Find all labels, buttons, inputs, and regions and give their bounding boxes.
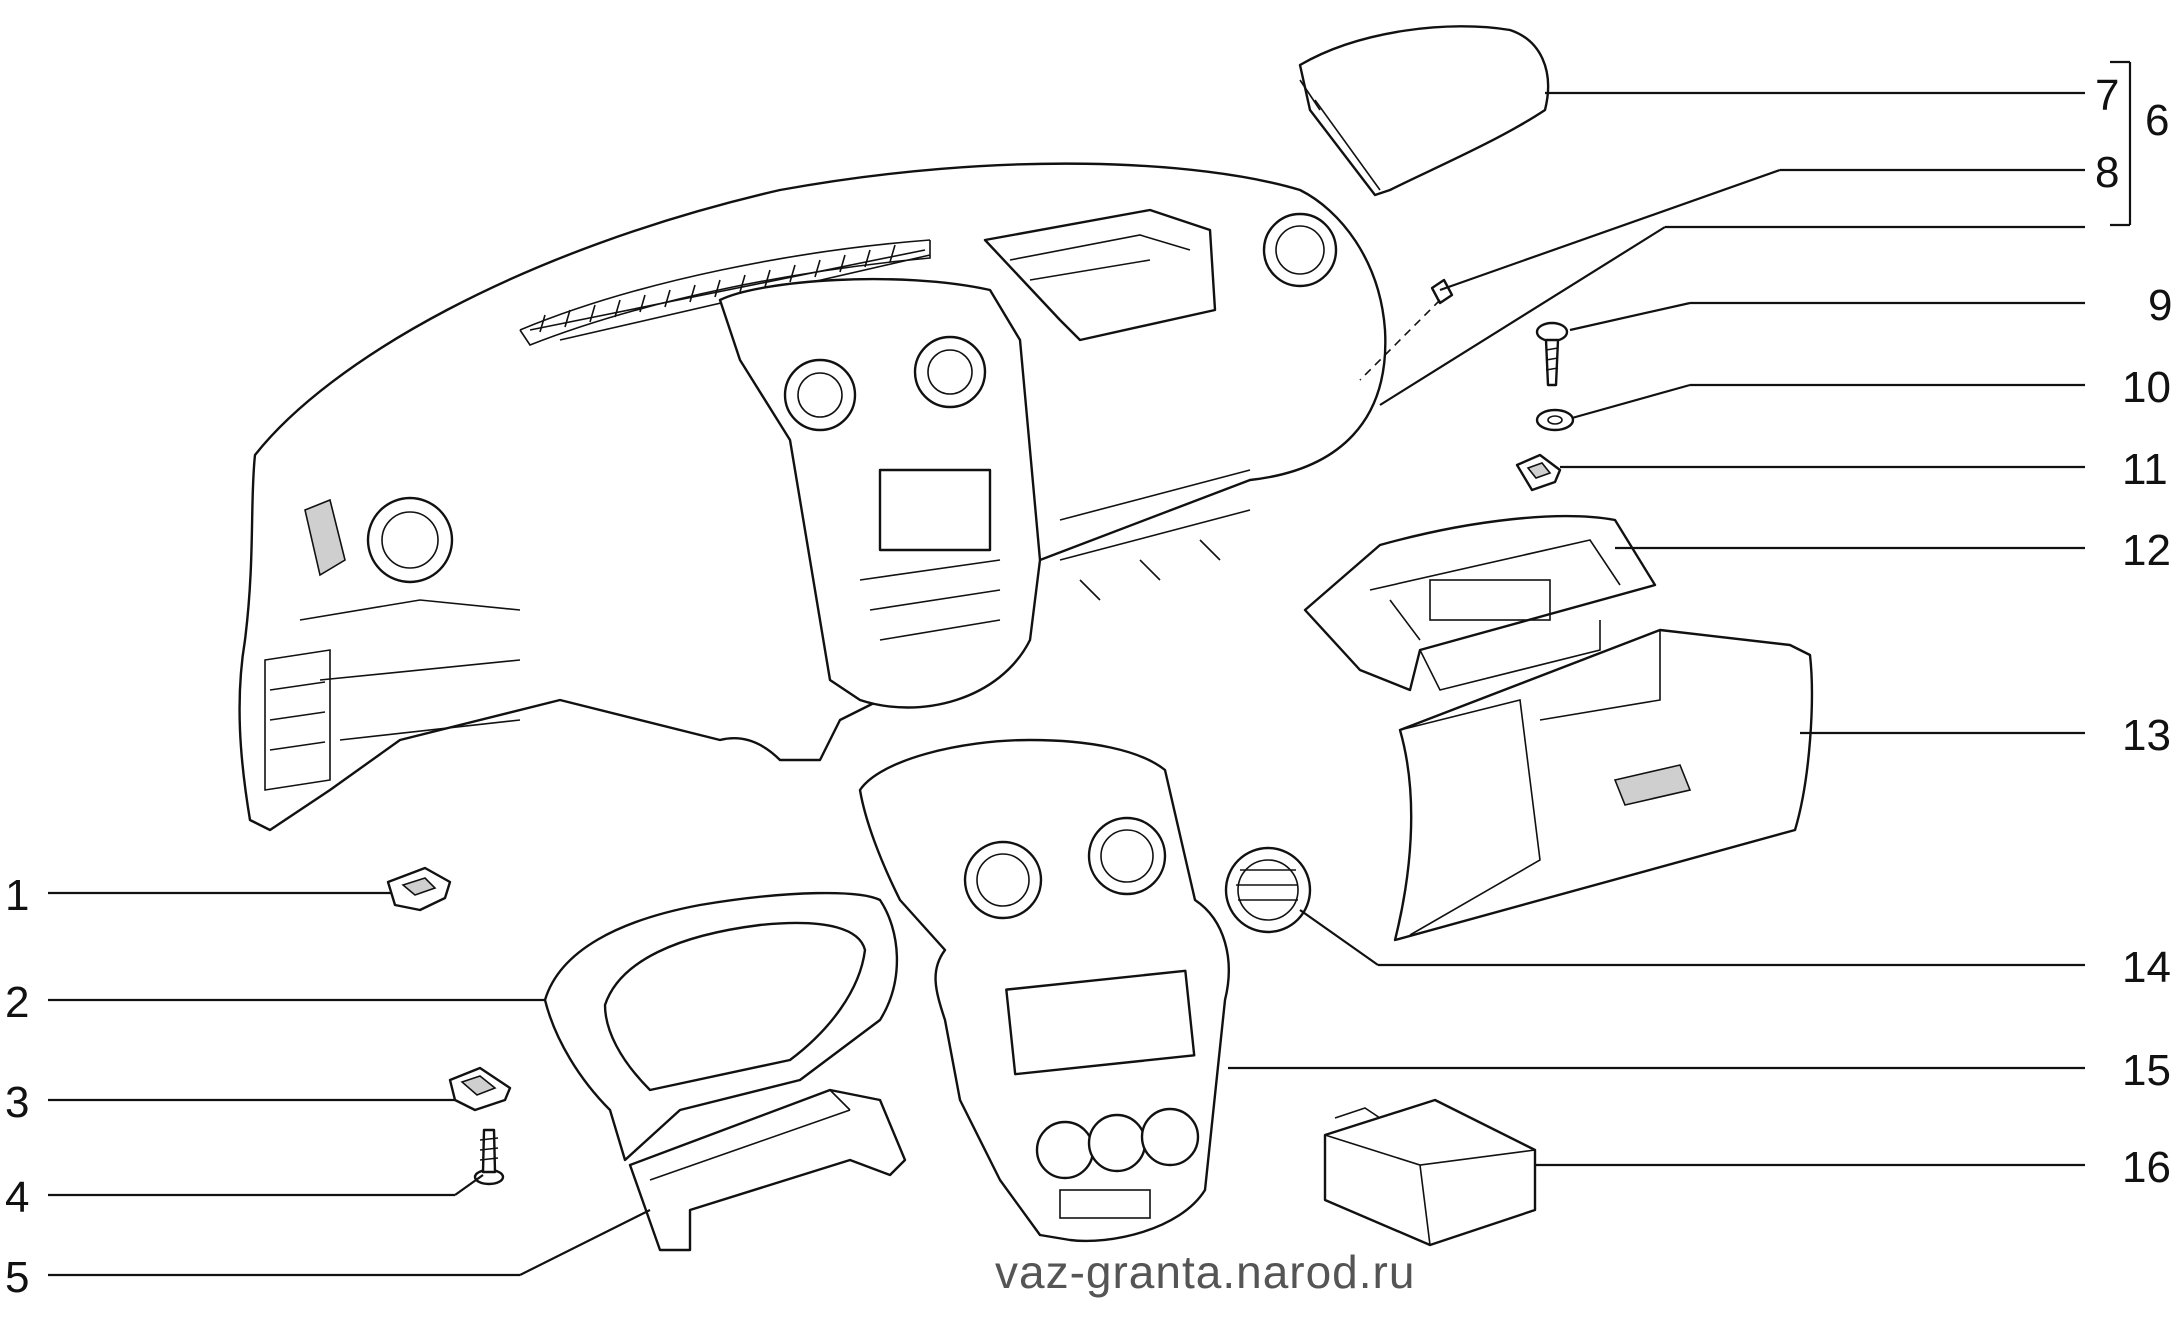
callout-8: 8	[2095, 148, 2119, 197]
part-3-clip	[448, 1066, 512, 1112]
part-15-console-facia	[858, 738, 1230, 1243]
callout-10: 10	[2122, 363, 2171, 412]
part-2-cluster-hood	[543, 891, 899, 1162]
part-1-clip	[386, 866, 452, 912]
part-11-clip	[1515, 453, 1562, 492]
callout-6: 6	[2145, 96, 2169, 145]
part-12-storage-top	[1303, 514, 1657, 692]
cluster-recess	[983, 208, 1217, 342]
callout-12: 12	[2122, 526, 2171, 575]
part-10-washer	[1535, 408, 1575, 432]
callout-5: 5	[5, 1253, 29, 1302]
part-5-trim	[628, 1088, 907, 1252]
callout-11: 11	[2122, 445, 2168, 494]
callout-9: 9	[2148, 281, 2172, 330]
part-16-storage-pocket	[1323, 1098, 1537, 1247]
part-4-screw	[473, 1128, 505, 1186]
callout-7: 7	[2095, 71, 2119, 120]
part-8-plug	[1359, 278, 1454, 381]
callout-16: 16	[2122, 1143, 2171, 1192]
radio-aperture	[1005, 969, 1196, 1076]
callout-3: 3	[5, 1078, 29, 1127]
radio-opening	[878, 468, 992, 552]
part-7-top-cover	[1298, 25, 1550, 197]
defroster-grille	[529, 244, 926, 333]
instrument-panel	[238, 162, 1387, 832]
callout-15: 15	[2122, 1046, 2171, 1095]
right-vent-ring	[1262, 212, 1338, 288]
callout-13: 13	[2122, 711, 2171, 760]
part-13-glove-box	[1393, 628, 1814, 942]
part-9-screw	[1535, 321, 1569, 387]
callout-14: 14	[2122, 943, 2171, 992]
part-14-vent-nozzle	[1224, 846, 1312, 934]
callout-labels: 1 2 3 4 5 6 7 8 9 10 11 12 13 14 15 16	[5, 71, 2172, 1302]
center-vent-left	[783, 358, 857, 432]
callout-2: 2	[5, 978, 29, 1027]
leader-lines	[48, 60, 2132, 1277]
callout-4: 4	[5, 1173, 29, 1222]
callout-1: 1	[5, 871, 29, 920]
left-vent-ring	[366, 496, 454, 584]
center-vent-right	[913, 335, 987, 409]
watermark-url: vaz-granta.narod.ru	[995, 1246, 1415, 1298]
